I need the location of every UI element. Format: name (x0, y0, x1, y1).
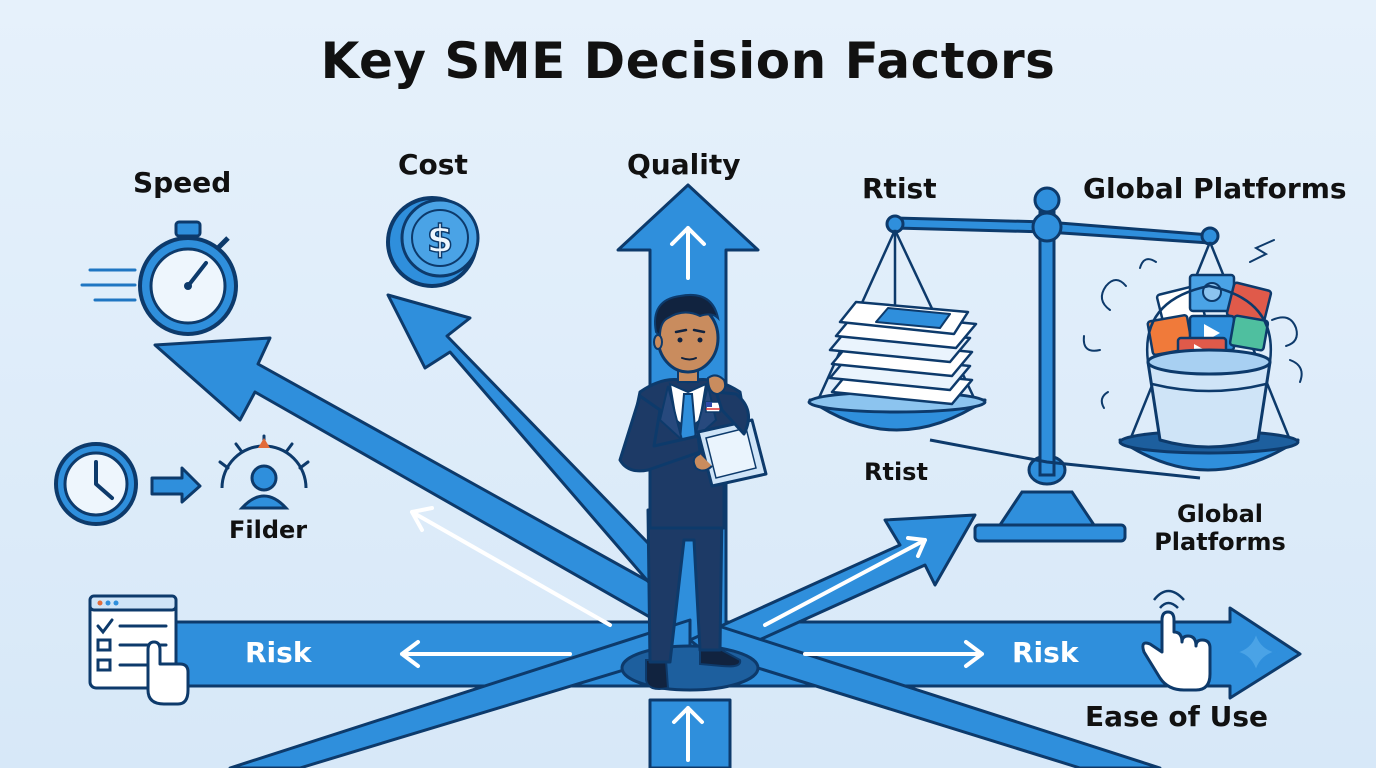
sparkle-icon (1235, 631, 1277, 673)
label-quality: Quality (627, 148, 741, 181)
tap-hand-icon (1141, 589, 1212, 692)
label-ease-of-use: Ease of Use (1085, 700, 1268, 733)
label-global-platforms-line2: Platforms (1154, 528, 1286, 556)
page-title: Key SME Decision Factors (320, 32, 1056, 90)
white-arrow-left (400, 640, 572, 668)
white-arrow-quality (670, 226, 706, 280)
small-arrow-right (150, 466, 202, 504)
label-global-platforms-line1: Global (1176, 500, 1263, 528)
white-arrow-diagonal-right (763, 536, 927, 627)
white-arrow-bottom (672, 706, 704, 762)
label-filder: Filder (229, 516, 308, 544)
arrow-speed (153, 336, 702, 642)
gauge-person-icon (218, 434, 310, 510)
label-risk-left: Risk (245, 636, 312, 669)
label-speed: Speed (133, 166, 232, 199)
label-rtist-top: Rtist (862, 172, 937, 205)
hand-pointer-icon (146, 640, 190, 706)
label-cost: Cost (398, 148, 468, 181)
document-stack-icon (828, 300, 978, 406)
label-rtist-mid: Rtist (864, 458, 928, 486)
stopwatch-icon (80, 220, 238, 336)
svg-text:$: $ (427, 217, 453, 261)
clock-icon (54, 442, 138, 526)
label-global-platforms-bottom: Global Platforms (1146, 500, 1294, 556)
white-arrow-right (803, 640, 984, 668)
arrow-lower-left (228, 618, 692, 768)
dollar-coin-icon: $ (386, 196, 480, 288)
white-arrow-diagonal-left (410, 506, 612, 627)
businessman-figure (618, 294, 768, 692)
media-bucket-icon (1082, 239, 1303, 449)
label-global-platforms-top: Global Platforms (1083, 172, 1347, 205)
label-risk-right: Risk (1012, 636, 1079, 669)
